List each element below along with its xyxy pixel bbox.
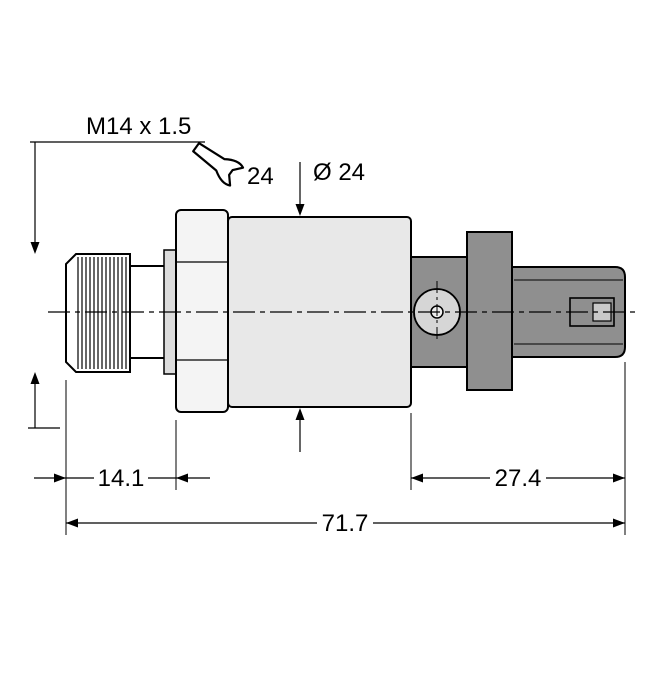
dim-connector-length-label: 27.4: [495, 465, 542, 492]
dia-upper-arrow: [295, 204, 305, 216]
wrench-icon: [192, 142, 245, 187]
dim-274-arrow-left: [411, 473, 423, 483]
dim-274-text-bg: [490, 462, 546, 492]
dim-717-arrow-left: [66, 518, 78, 528]
wrench-size-label: 24: [247, 163, 274, 190]
connector-flange: [466, 231, 513, 391]
dimension-annotations: [28, 141, 626, 537]
drawing-labels: M14 x 1.5 24 Ø 24 14.1 27.4 71.7: [86, 113, 541, 537]
m14-lower-arrow: [30, 372, 40, 384]
dim-274-arrow-right: [613, 473, 625, 483]
centerlines: [48, 281, 638, 343]
diameter-label: Ø 24: [313, 159, 365, 186]
dim-141-text-bg: [94, 462, 148, 492]
dia-lower-arrow: [295, 408, 305, 420]
dim-717-arrow-right: [613, 518, 625, 528]
sensor-body-group: [65, 209, 626, 413]
thread-hatch: [77, 257, 127, 369]
dim-thread-length-label: 14.1: [98, 465, 145, 492]
dim-overall-length-label: 71.7: [322, 510, 369, 537]
thread-spec-label: M14 x 1.5: [86, 113, 191, 140]
dim-141-arrow-left: [54, 473, 66, 483]
dim-141-arrow-right: [176, 473, 188, 483]
hex-nut: [175, 209, 229, 413]
dim-717-text-bg: [317, 507, 373, 537]
m14-upper-arrow: [30, 242, 40, 254]
